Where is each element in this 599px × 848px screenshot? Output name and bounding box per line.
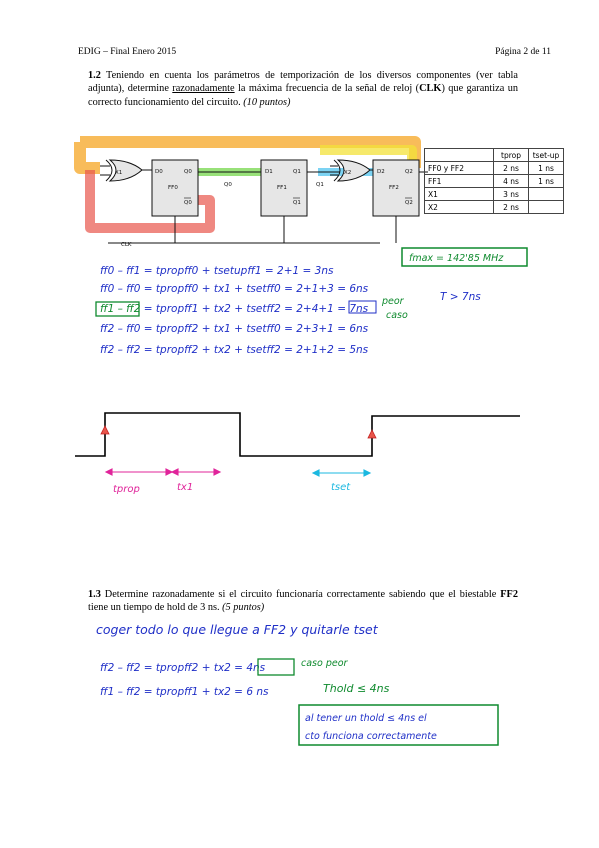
- question-text: tiene un tiempo de hold de 3 ns.: [88, 602, 223, 614]
- worst-case-note: peor caso: [381, 296, 408, 321]
- question-1-2: 1.2 Teniendo en cuenta los parámetros de…: [88, 69, 518, 109]
- hw-caso-peor: caso peor: [301, 658, 349, 669]
- hw-conclusion-2: cto funciona correctamente: [305, 731, 437, 742]
- clock-waveform: tprop tx1 tset: [75, 412, 520, 495]
- hw-q13-line-2: ff1 – ff2 = tpropff1 + tx2 = 6 ns: [100, 686, 269, 698]
- table-cell: 1 ns: [528, 161, 564, 175]
- label-q2: Q2: [405, 169, 413, 175]
- table-cell: X1: [424, 187, 494, 201]
- hold-result-box: [257, 658, 295, 676]
- question-clk: CLK: [419, 83, 442, 95]
- label-ff0: FF0: [168, 185, 178, 191]
- label-clk: CLK: [121, 242, 132, 248]
- hw-line-3: ff1 – ff2 = tpropff1 + tx2 + tsetff2 = 2…: [100, 303, 369, 315]
- header-right: Página 2 de 11: [495, 47, 551, 57]
- table-cell: FF1: [424, 174, 494, 188]
- hw-line-4: ff2 – ff0 = tpropff2 + tx1 + tsetff0 = 2…: [100, 323, 369, 335]
- hw-caso: caso: [386, 310, 408, 321]
- timing-table: tprop tset-up FF0 y FF2 2 ns 1 ns FF1 4 …: [424, 148, 564, 214]
- hw-q13-line-1: ff2 – ff2 = tpropff2 + tx2 = 4ns: [100, 662, 266, 674]
- hw-period: T > 7ns: [440, 291, 481, 303]
- worst-path-box: [95, 301, 140, 317]
- ff0-box: [151, 159, 199, 217]
- hw-peor: peor: [381, 296, 405, 307]
- label-q1: Q1: [293, 169, 301, 175]
- rising-edge-2-marker: [367, 429, 377, 439]
- hw-thold: Thold ≤ 4ns: [323, 682, 390, 695]
- red-path: [85, 170, 215, 233]
- question-points: (10 puntos): [243, 96, 291, 108]
- table-cell: [528, 200, 564, 214]
- ff2-box: [372, 159, 420, 217]
- highlight-paths: [74, 136, 421, 233]
- table-cell: FF0 y FF2: [424, 161, 494, 175]
- table-cell: 3 ns: [493, 187, 529, 201]
- label-q0: Q0: [184, 169, 192, 175]
- timing-table-header: tprop tset-up: [424, 148, 564, 162]
- x2-gate: [336, 159, 371, 182]
- label-d2: D2: [377, 169, 385, 175]
- label-ff2: FF2: [389, 185, 399, 191]
- table-cell: X2: [424, 200, 494, 214]
- label-d0: D0: [155, 169, 163, 175]
- hw-line-5: ff2 – ff2 = tpropff2 + tx2 + tsetff2 = 2…: [100, 344, 369, 356]
- question-text: Teniendo en cuenta los parámetros de tem…: [88, 70, 518, 95]
- table-row: X2 2 ns: [424, 200, 564, 214]
- question-text: Determine razonadamente si el circuito f…: [100, 589, 501, 600]
- conclusion-box: [298, 704, 499, 746]
- table-row: FF1 4 ns 1 ns: [424, 174, 564, 188]
- hw-fmax: fmax = 142'85 MHz: [409, 253, 504, 264]
- table-header-cell: tprop: [493, 148, 529, 162]
- result-box: [348, 300, 377, 314]
- label-ff1: FF1: [277, 185, 287, 191]
- table-row: FF0 y FF2 2 ns 1 ns: [424, 161, 564, 175]
- label-x1: X1: [115, 170, 122, 176]
- label-x2: X2: [344, 170, 351, 176]
- question-ff2: FF2: [500, 589, 518, 600]
- table-header-cell: tset-up: [528, 148, 564, 162]
- table-cell: 2 ns: [493, 200, 529, 214]
- header-left: EDIG – Final Enero 2015: [78, 47, 177, 57]
- label-d1: D1: [265, 169, 273, 175]
- rising-edge-1-marker: [100, 425, 110, 435]
- question-text: la máxima frecuencia de la señal de relo…: [234, 83, 420, 95]
- handwritten-solution: ff0 – ff1 = tpropff0 + tsetupff1 = 2+1 =…: [100, 265, 481, 356]
- q13-notes: caso peor Thold ≤ 4ns: [301, 658, 390, 695]
- table-cell: 1 ns: [528, 174, 564, 188]
- label-q0bar: Q0: [184, 200, 192, 206]
- label-q2bar: Q2: [405, 200, 413, 206]
- conclusion: al tener un thold ≤ 4ns el cto funciona …: [305, 713, 437, 742]
- label-tx1: tx1: [177, 482, 193, 493]
- table-header-cell: [424, 148, 494, 162]
- question-points: (5 puntos): [222, 602, 265, 614]
- question-number: 1.2: [88, 70, 101, 81]
- circuit-labels: X1 D0 Q0 FF0 Q0 Q0 D1 Q1 FF1 Q1 Q1 X2 D2…: [115, 169, 413, 248]
- fmax-box: [401, 247, 528, 267]
- table-cell: 4 ns: [493, 174, 529, 188]
- label-q1bar: Q1: [293, 200, 301, 206]
- question-underlined: razonadamente: [172, 83, 235, 95]
- handwritten-solution-1-3: coger todo lo que llegue a FF2 y quitarl…: [96, 622, 379, 698]
- x1-gate: [108, 159, 143, 182]
- question-number: 1.3: [88, 589, 101, 600]
- table-row: X1 3 ns: [424, 187, 564, 201]
- question-1-3: 1.3 Determine razonadamente si el circui…: [88, 588, 518, 615]
- question-text: ) que garantiza un correcto funcionamien…: [88, 83, 518, 108]
- hw-coger: coger todo lo que llegue a FF2 y quitarl…: [96, 622, 379, 637]
- circuit: [100, 159, 428, 244]
- hw-line-1: ff0 – ff1 = tpropff0 + tsetupff1 = 2+1 =…: [100, 265, 334, 277]
- table-cell: 2 ns: [493, 161, 529, 175]
- hw-conclusion-1: al tener un thold ≤ 4ns el: [305, 713, 427, 724]
- hw-line-2: ff0 – ff0 = tpropff0 + tx1 + tsetff0 = 2…: [100, 283, 369, 295]
- label-q0-net: Q0: [224, 182, 232, 188]
- label-q1-net: Q1: [316, 182, 324, 188]
- table-cell: [528, 187, 564, 201]
- label-tprop: tprop: [113, 484, 140, 495]
- label-tset: tset: [331, 482, 351, 493]
